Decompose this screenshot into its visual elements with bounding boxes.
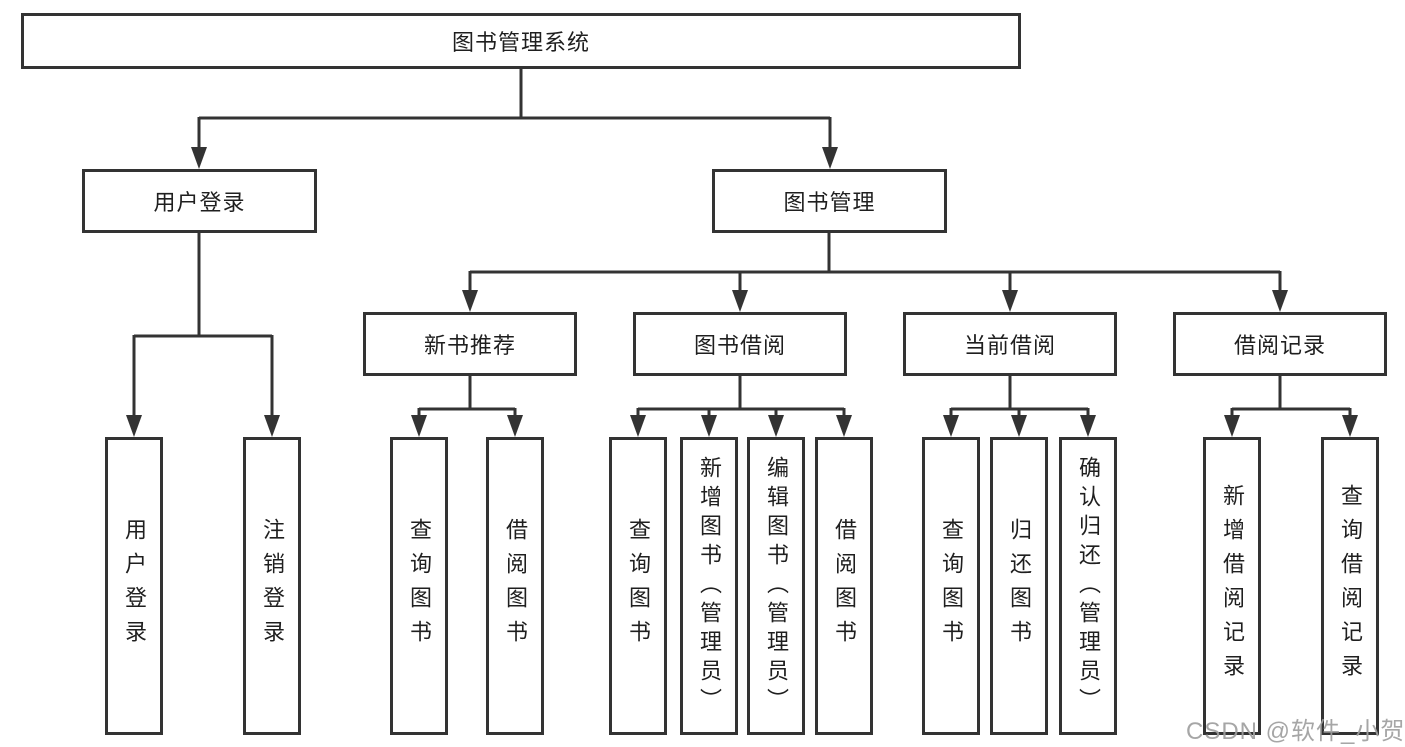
leaf-newbook-borrow-books: 借阅图书: [486, 437, 544, 735]
leaf-newbook-borrow-books-label: 借阅图书: [503, 518, 528, 654]
leaf-current-return-books-label: 归还图书: [1007, 518, 1032, 654]
node-current-borrow: 当前借阅: [903, 312, 1117, 376]
watermark-text: CSDN @软件_小贺同学: [1186, 718, 1405, 745]
leaf-borrow-add-books: 新增图书（管理员）: [680, 437, 738, 735]
leaf-borrow-edit-books: 编辑图书（管理员）: [747, 437, 805, 735]
node-book-borrow-label: 图书借阅: [693, 333, 786, 358]
node-borrow-records: 借阅记录: [1173, 312, 1387, 376]
leaf-borrow-query-books: 查询图书: [609, 437, 667, 735]
leaf-current-return-books: 归还图书: [990, 437, 1048, 735]
node-new-book-recommend: 新书推荐: [363, 312, 577, 376]
leaf-records-query-record-label: 查询借阅记录: [1338, 484, 1363, 688]
node-new-book-recommend-label: 新书推荐: [423, 333, 516, 358]
leaf-records-add-record-label: 新增借阅记录: [1220, 484, 1245, 688]
leaf-current-confirm-return: 确认归还（管理员）: [1059, 437, 1117, 735]
leaf-borrow-query-books-label: 查询图书: [626, 518, 651, 654]
node-library-system-label: 图书管理系统: [451, 30, 590, 55]
leaf-newbook-query-books: 查询图书: [390, 437, 448, 735]
leaf-user-login: 用户登录: [105, 437, 163, 735]
leaf-newbook-query-books-label: 查询图书: [407, 518, 432, 654]
leaf-borrow-add-books-label: 新增图书（管理员）: [697, 455, 722, 717]
leaf-current-query-books: 查询图书: [922, 437, 980, 735]
node-book-management: 图书管理: [712, 169, 947, 233]
leaf-borrow-edit-books-label: 编辑图书（管理员）: [764, 455, 789, 717]
leaf-user-login-label: 用户登录: [122, 518, 147, 654]
node-user-login-label: 用户登录: [153, 190, 246, 215]
leaf-records-query-record: 查询借阅记录: [1321, 437, 1379, 735]
leaf-borrow-borrow-books-label: 借阅图书: [832, 518, 857, 654]
node-library-system: 图书管理系统: [21, 13, 1021, 69]
leaf-logout-label: 注销登录: [260, 518, 285, 654]
leaf-records-add-record: 新增借阅记录: [1203, 437, 1261, 735]
leaf-current-query-books-label: 查询图书: [939, 518, 964, 654]
node-user-login: 用户登录: [82, 169, 317, 233]
leaf-logout: 注销登录: [243, 437, 301, 735]
leaf-current-confirm-return-label: 确认归还（管理员）: [1076, 455, 1101, 717]
node-current-borrow-label: 当前借阅: [963, 333, 1056, 358]
leaf-borrow-borrow-books: 借阅图书: [815, 437, 873, 735]
node-book-borrow: 图书借阅: [633, 312, 847, 376]
node-book-management-label: 图书管理: [783, 190, 876, 215]
node-borrow-records-label: 借阅记录: [1233, 333, 1326, 358]
